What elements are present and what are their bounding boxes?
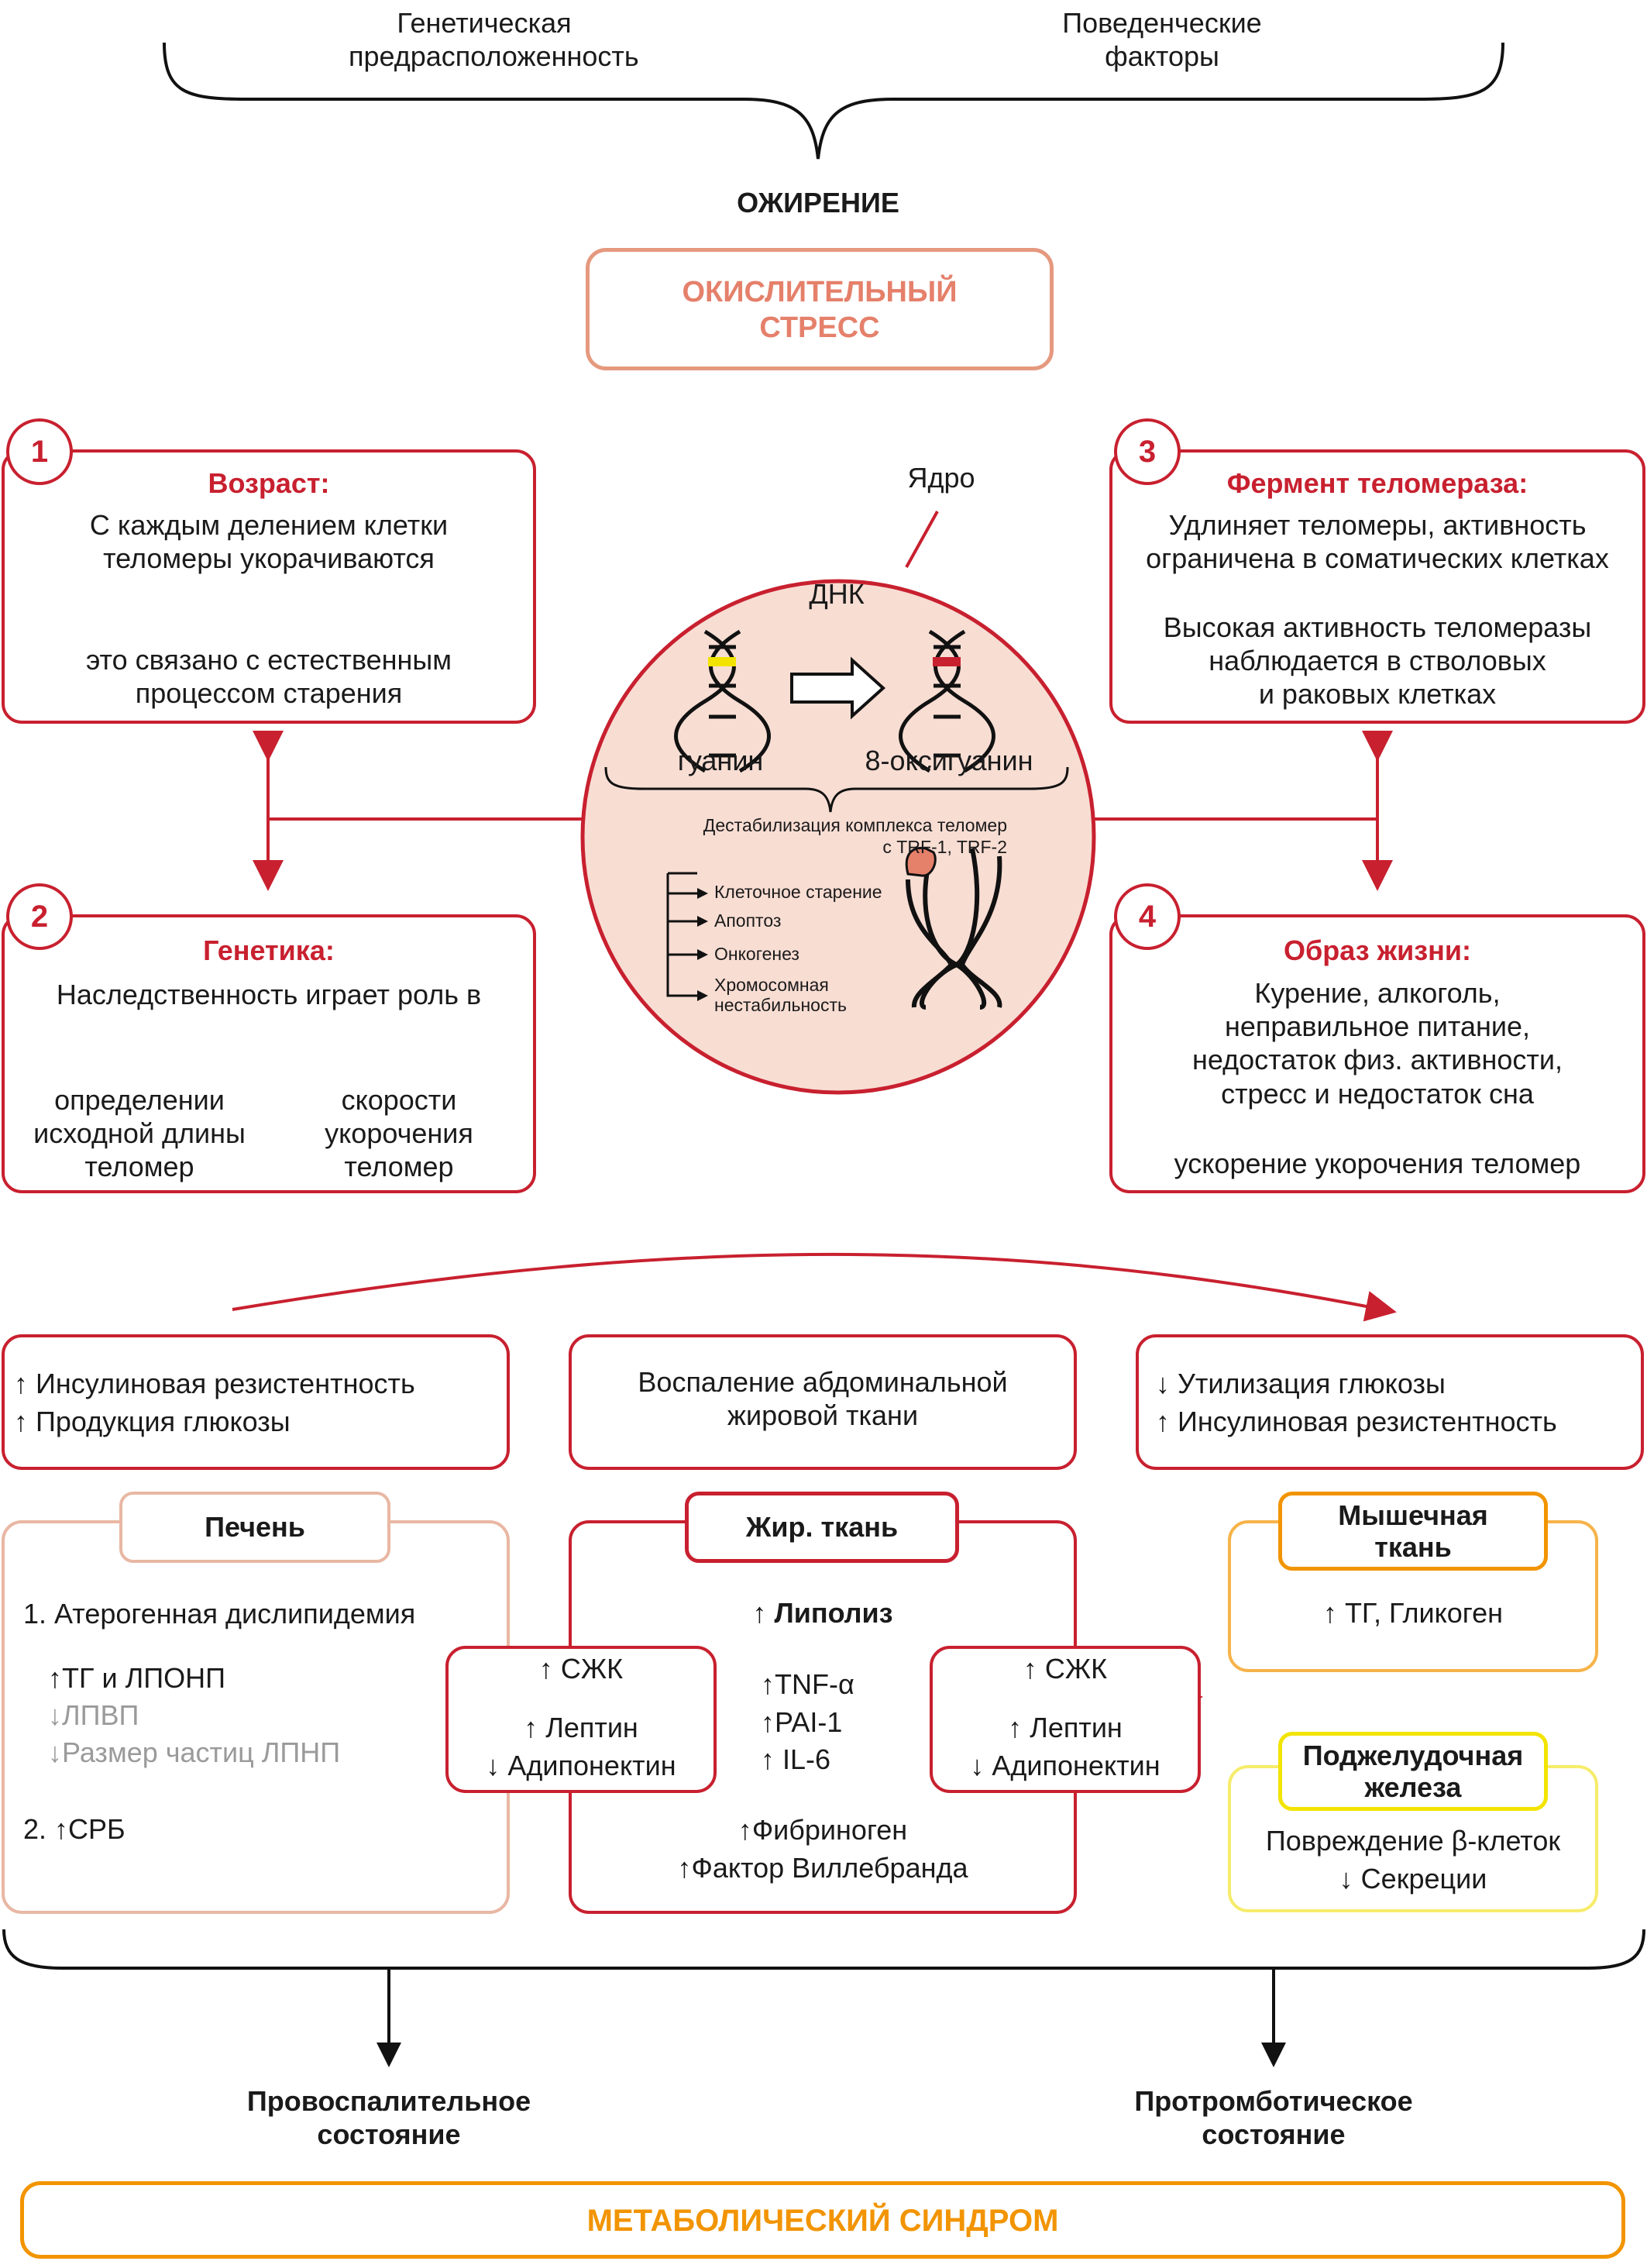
- fat-markers: ↑TNF-α ↑PAI-1 ↑ IL-6: [761, 1668, 854, 1776]
- factor-age-text2: это связано с естественным процессом ста…: [85, 644, 452, 710]
- muscle-effect-text: ↓ Утилизация глюкозы ↑ Инсулиновая резис…: [1156, 1368, 1557, 1437]
- fat-coagulation: ↑Фибриноген ↑Фактор Виллебранда: [677, 1814, 968, 1884]
- nucleus-pointer: [905, 511, 939, 568]
- dna-label: ДНК: [809, 578, 865, 610]
- factor-genetics-left: определении исходной длины теломер: [33, 1084, 246, 1183]
- fat-lipolysis: ↑ Липолиз: [752, 1597, 893, 1629]
- adipokines-left: ↑ Лептин ↓ Адипонектин: [486, 1712, 676, 1781]
- guanine-label: гуанин: [677, 745, 764, 776]
- liver-ldl: ↓Размер частиц ЛПНП: [48, 1736, 341, 1768]
- outcome-apoptosis: Апоптоз: [714, 910, 782, 931]
- outcome-connector: [666, 872, 697, 997]
- factor-genetics-title: Генетика:: [203, 934, 335, 966]
- metabolic-syndrome-box: [20, 2181, 1625, 2259]
- liver-hdl: ↓ЛПВП: [48, 1699, 139, 1731]
- factor-genetics-box: [2, 914, 536, 1193]
- factor-age-text1: С каждым делением клетки теломеры укорач…: [89, 509, 449, 575]
- muscle-text: ↑ ТГ, Гликоген: [1322, 1597, 1504, 1629]
- dna-guanine-icon: [674, 629, 771, 773]
- liver-title: Печень: [119, 1492, 390, 1563]
- factor-telomerase-box: [1109, 449, 1645, 724]
- pancreas-text: Повреждение β-клеток ↓ Секреции: [1265, 1825, 1561, 1895]
- ffa-right-box: [930, 1646, 1201, 1793]
- fat-tissue-title: Жир. ткань: [685, 1492, 959, 1563]
- muscle-title: Мышечная ткань: [1278, 1492, 1548, 1571]
- oxoguanine-label: 8-оксигуанин: [865, 745, 1033, 776]
- destabilization-label: Дестабилизация комплекса теломер с TRF-1…: [703, 815, 1007, 857]
- prothrombotic-state: Протромботическое состояние: [1134, 2085, 1413, 2151]
- bottom-brace: [2, 1929, 1645, 1970]
- outcome-oncogenesis: Онкогенез: [714, 944, 799, 964]
- factor-telomerase-title: Фермент теломераза:: [1226, 467, 1528, 499]
- factor-telomerase-text1: Удлиняет теломеры, активность ограничена…: [1146, 509, 1609, 575]
- factor-telomerase-text2: Высокая активность теломеразы наблюдаетс…: [1163, 611, 1592, 711]
- genetic-predisposition: Генетическая предрасположенность: [349, 7, 639, 73]
- chromosome-icon: [906, 848, 1002, 1010]
- factor-number-4: 4: [1114, 883, 1181, 950]
- liver-tg: ↑ТГ и ЛПОНП: [48, 1662, 225, 1694]
- factor-number-1: 1: [6, 418, 73, 485]
- factor-genetics-text: Наследственность играет роль в: [56, 979, 482, 1010]
- inflammation-box: [569, 1334, 1077, 1470]
- curve-arrow: [232, 1252, 1397, 1322]
- outcome-instability: Хромосомная нестабильность: [714, 975, 847, 1016]
- inflammation-text: Воспаление абдоминальной жировой ткани: [638, 1366, 1008, 1432]
- factor-lifestyle-text2: ускорение укорочения теломер: [1174, 1148, 1581, 1179]
- liver-effect-text: ↑ Инсулиновая резистентность ↑ Продукция…: [14, 1368, 415, 1437]
- oxidative-stress-label: ОКИСЛИТЕЛЬНЫЙ СТРЕСС: [682, 276, 958, 344]
- factor-lifestyle-title: Образ жизни:: [1284, 934, 1471, 966]
- outcome-senescence: Клеточное старение: [714, 882, 882, 902]
- adipokines-right: ↑ Лептин ↓ Адипонектин: [970, 1712, 1160, 1781]
- behavioral-factors: Поведенческие факторы: [1062, 7, 1262, 73]
- ffa-right-label: ↑ СЖК: [1023, 1653, 1108, 1685]
- factor-genetics-right: скорости укорочения теломер: [325, 1084, 473, 1183]
- nucleus-circle: [580, 579, 1096, 1095]
- ffa-left-box: [445, 1646, 717, 1793]
- factor-age-box: [2, 449, 536, 724]
- factor-lifestyle-text1: Курение, алкоголь, неправильное питание,…: [1192, 977, 1563, 1110]
- factor-age-title: Возраст:: [208, 467, 330, 499]
- dna-oxoguanine-icon: [899, 629, 995, 773]
- ffa-left-label: ↑ СЖК: [538, 1653, 624, 1685]
- factor-number-3: 3: [1114, 418, 1181, 485]
- pancreas-title: Поджелудочная железа: [1278, 1732, 1548, 1811]
- liver-item2: 2. ↑СРБ: [23, 1813, 126, 1845]
- oxidative-stress-box: [586, 248, 1054, 370]
- metabolic-syndrome-label: МЕТАБОЛИЧЕСКИЙ СИНДРОМ: [586, 2204, 1059, 2238]
- obesity-label: ОЖИРЕНИЕ: [737, 187, 899, 219]
- top-brace: [163, 42, 1504, 160]
- nucleus-brace: [604, 766, 1069, 813]
- transform-arrow: [790, 656, 885, 720]
- factor-number-2: 2: [6, 883, 73, 950]
- factor-lifestyle-box: [1109, 914, 1645, 1193]
- proinflammatory-state: Провоспалительное состояние: [246, 2085, 531, 2151]
- nucleus-label: Ядро: [907, 462, 975, 494]
- liver-effect-box: [2, 1334, 510, 1470]
- liver-item1: 1. Атерогенная дислипидемия: [23, 1598, 416, 1630]
- muscle-effect-box: [1136, 1334, 1644, 1470]
